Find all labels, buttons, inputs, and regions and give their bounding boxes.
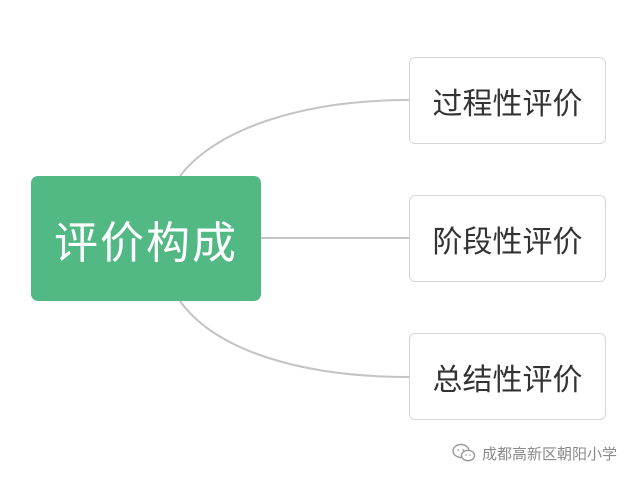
child-node-label: 阶段性评价 bbox=[432, 224, 583, 260]
child-node-process-evaluation[interactable]: 过程性评价 bbox=[409, 57, 606, 144]
wechat-icon bbox=[452, 443, 476, 462]
child-node-summary-evaluation[interactable]: 总结性评价 bbox=[409, 333, 606, 420]
watermark-text: 成都高新区朝阳小学 bbox=[482, 444, 618, 463]
child-node-label: 过程性评价 bbox=[432, 86, 583, 122]
connector-root-to-summary bbox=[179, 300, 410, 378]
connector-root-to-process bbox=[179, 99, 410, 177]
child-node-label: 总结性评价 bbox=[432, 362, 583, 398]
child-node-stage-evaluation[interactable]: 阶段性评价 bbox=[409, 195, 606, 282]
root-node-label: 评价构成 bbox=[54, 217, 238, 269]
root-node[interactable]: 评价构成 bbox=[31, 176, 261, 301]
watermark: 成都高新区朝阳小学 bbox=[452, 441, 617, 465]
